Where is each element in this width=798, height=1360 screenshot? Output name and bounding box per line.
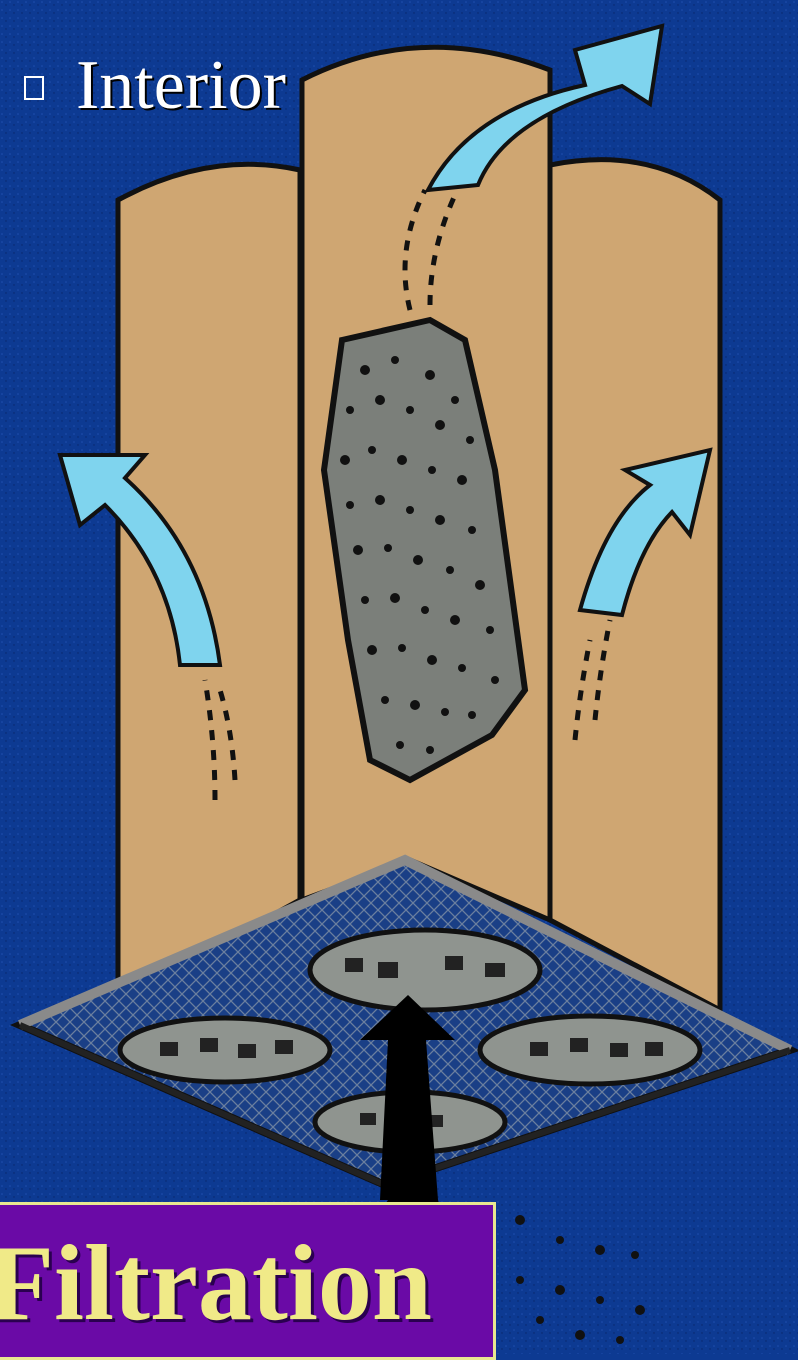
right-column	[550, 160, 720, 1010]
bullet-icon	[24, 76, 44, 100]
left-column	[118, 164, 300, 1000]
bullet-label: Interior	[76, 46, 286, 126]
slide-title: Filtration	[0, 1222, 432, 1346]
